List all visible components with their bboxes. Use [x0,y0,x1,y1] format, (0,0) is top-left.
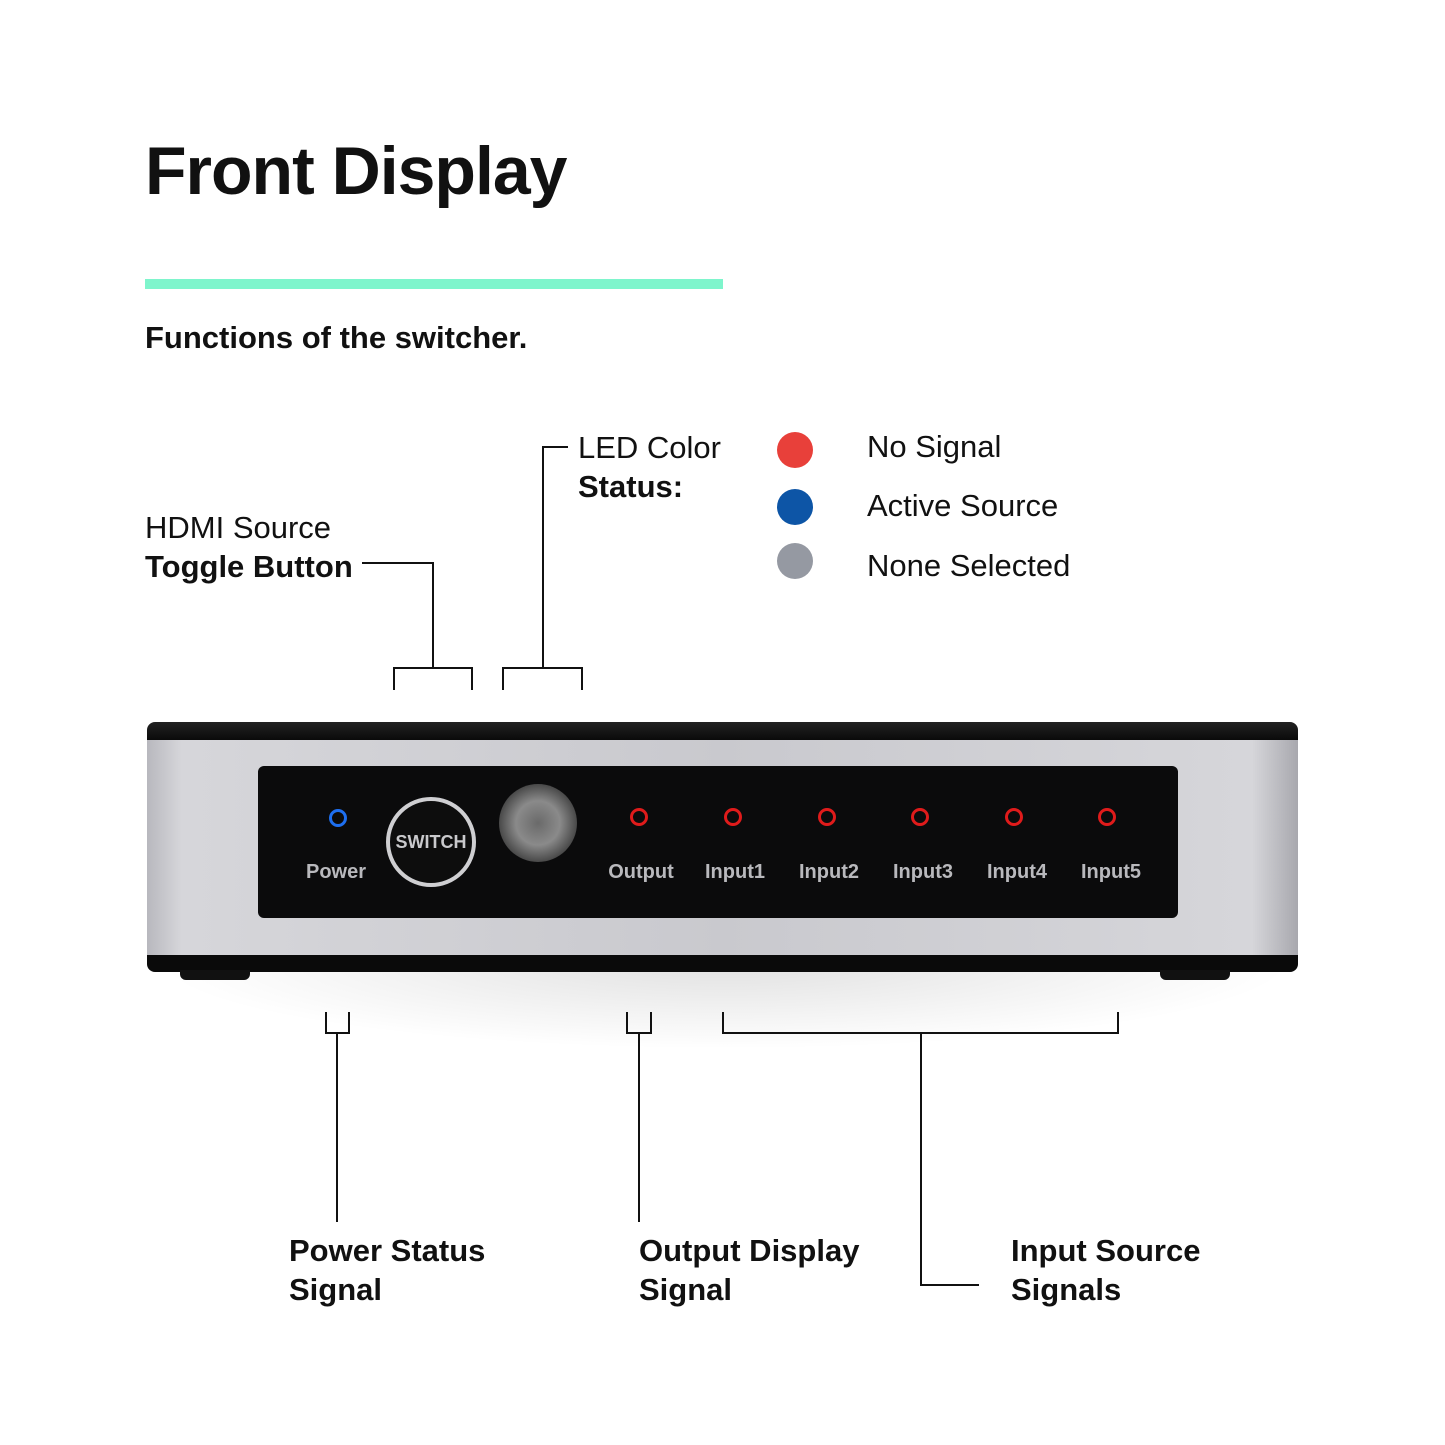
callout-line1: HDMI Source [145,510,332,545]
active-source-dot-icon [777,489,813,525]
input-bracket [722,1012,1119,1034]
output-led-label: Output [608,861,674,883]
legend-none-selected: None Selected [867,548,1071,583]
legend-active-source: Active Source [867,488,1059,523]
callout-line2: Toggle Button [145,549,353,584]
input2-led-icon [818,808,836,826]
output-led-icon [630,808,648,826]
callout-line1: LED Color [578,430,721,465]
device-bottom [147,955,1298,972]
callout-power-status: Power Status Signal [289,1231,485,1309]
led-bracket [502,667,583,690]
no-signal-dot-icon [777,432,813,468]
page-title: Front Display [145,133,567,209]
input1-led-icon [724,808,742,826]
ir-sensor [499,784,577,862]
device-foot [1160,970,1230,980]
callout-led-status: LED Color Status: [578,428,721,506]
subtitle: Functions of the switcher. [145,320,528,355]
input-leader-line [920,1033,979,1286]
led-leader-line [542,446,568,668]
callout-line1: Output Display [639,1233,860,1268]
input5-led-label: Input5 [1081,861,1141,883]
power-led-label: Power [305,861,367,883]
input4-led-icon [1005,808,1023,826]
device-top [147,722,1298,744]
output-bracket [626,1012,652,1034]
callout-line1: Input Source [1011,1233,1201,1268]
input5-led-icon [1098,808,1116,826]
toggle-bracket [393,667,473,690]
switch-button[interactable]: SWITCH [386,797,476,887]
callout-input-source: Input Source Signals [1011,1231,1200,1309]
callout-toggle-button: HDMI Source Toggle Button [145,508,353,586]
power-led-icon [329,809,347,827]
callout-line2: Signal [639,1272,733,1307]
legend-no-signal: No Signal [867,429,1002,464]
callout-output-display: Output Display Signal [639,1231,859,1309]
input3-led-icon [911,808,929,826]
input1-led-label: Input1 [705,861,765,883]
accent-divider [145,279,723,289]
device-shadow [150,960,1300,1050]
callout-line1: Power Status [289,1233,486,1268]
input2-led-label: Input2 [799,861,859,883]
none-selected-dot-icon [777,543,813,579]
callout-line2: Status: [578,469,684,504]
power-bracket [325,1012,350,1034]
toggle-leader-line [362,562,434,668]
input4-led-label: Input4 [987,861,1047,883]
device-foot [180,970,250,980]
callout-line2: Signals [1011,1272,1122,1307]
input3-led-label: Input3 [893,861,953,883]
switch-button-label: SWITCH [395,831,467,852]
callout-line2: Signal [289,1272,383,1307]
